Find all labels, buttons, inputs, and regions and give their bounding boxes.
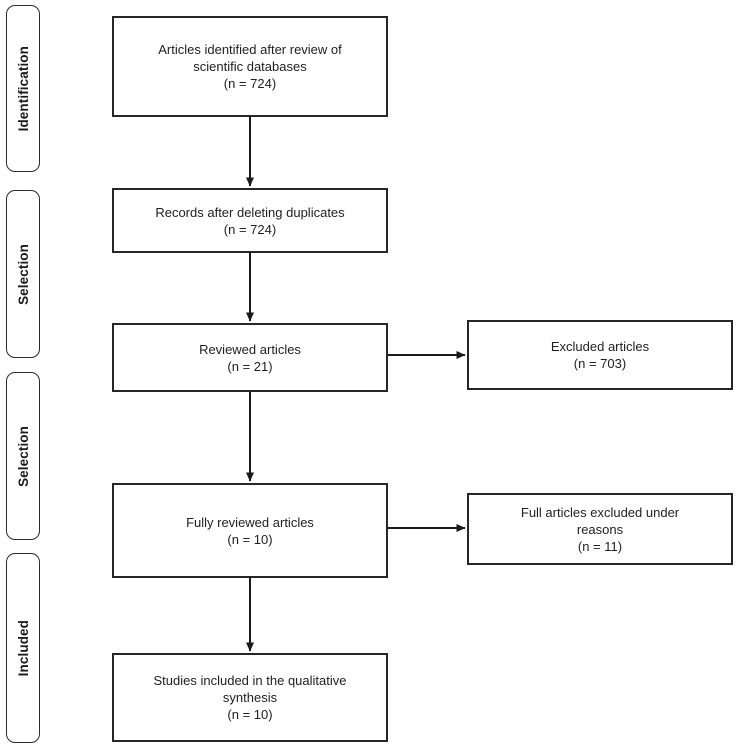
stage-label-text: Identification	[15, 45, 31, 132]
flow-box-text: Studies included in the qualitative synt…	[153, 673, 347, 722]
flow-box-records-after-deleting-duplicates: Records after deleting duplicates (n = 7…	[112, 188, 388, 253]
stage-label-text: Selection	[15, 243, 31, 305]
flow-box-text: Articles identified after review of scie…	[158, 42, 342, 91]
stage-label-identification: Identification	[6, 5, 40, 172]
stage-label-selection-2: Selection	[6, 372, 40, 540]
flow-box-text: Fully reviewed articles (n = 10)	[186, 514, 314, 547]
flow-box-articles-identified: Articles identified after review of scie…	[112, 16, 388, 117]
stage-label-text: Included	[15, 619, 31, 677]
stage-label-included: Included	[6, 553, 40, 743]
flow-box-fully-reviewed-articles: Fully reviewed articles (n = 10)	[112, 483, 388, 578]
flow-box-text: Reviewed articles (n = 21)	[199, 341, 301, 374]
flow-box-text: Excluded articles (n = 703)	[550, 339, 650, 371]
flow-box-reviewed-articles: Reviewed articles (n = 21)	[112, 323, 388, 392]
flow-box-excluded-articles: Excluded articles (n = 703)	[467, 320, 733, 390]
flow-box-full-articles-excluded-under-reasons: Full articles excluded under reasons (n …	[467, 493, 733, 565]
stage-label-selection-1: Selection	[6, 190, 40, 358]
stage-label-text: Selection	[15, 425, 31, 487]
flow-box-text: Records after deleting duplicates (n = 7…	[155, 204, 345, 237]
flow-box-studies-included-qualitative-synthesis: Studies included in the qualitative synt…	[112, 653, 388, 742]
flow-box-text: Full articles excluded under reasons (n …	[520, 504, 680, 554]
